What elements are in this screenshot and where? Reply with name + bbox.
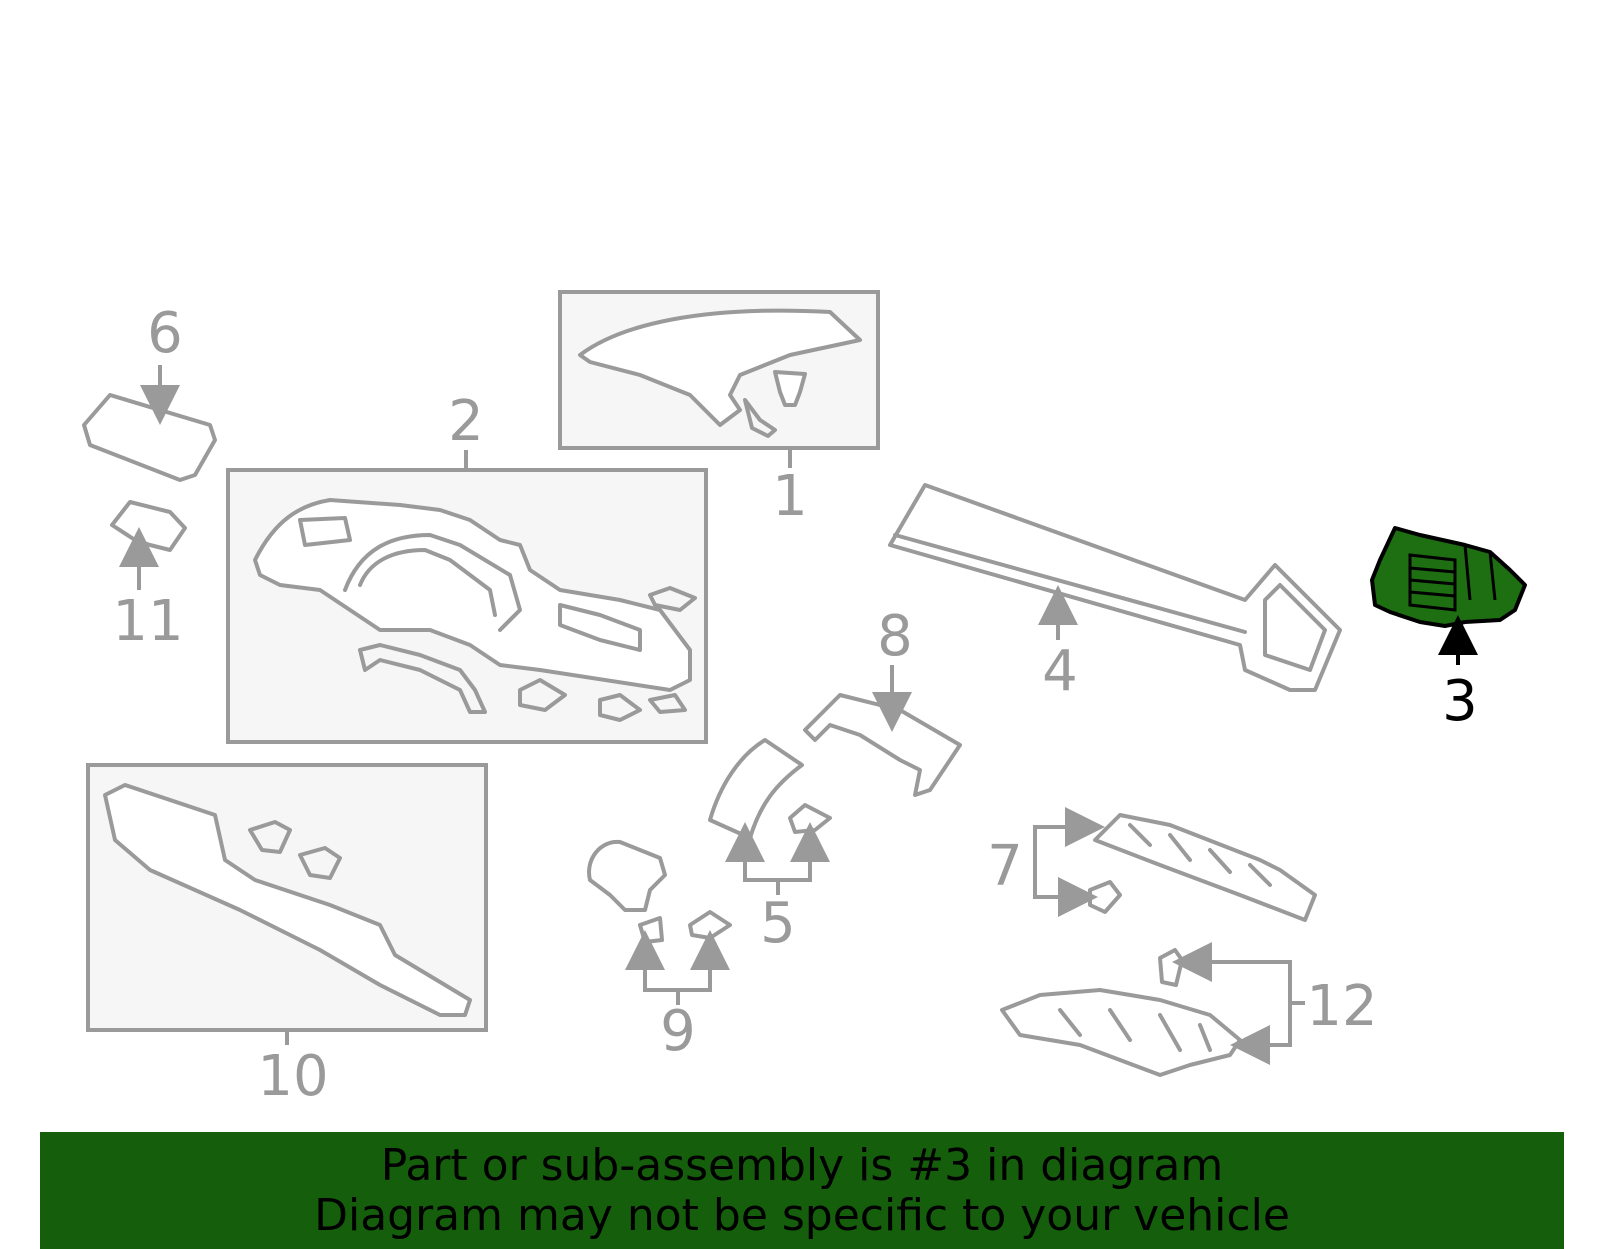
part-9-clip-base bbox=[638, 916, 664, 944]
part-2-center-vent bbox=[558, 603, 642, 652]
part-4-trim[interactable] bbox=[888, 483, 1342, 692]
callout-2: 2 bbox=[448, 389, 484, 454]
part-8-group[interactable] bbox=[803, 665, 962, 797]
part-10-lower-panel[interactable] bbox=[103, 783, 472, 1017]
callout-8: 8 bbox=[877, 604, 913, 669]
part-12-clip bbox=[1158, 948, 1184, 987]
part-3-side bbox=[1463, 544, 1497, 601]
part-7-clip bbox=[1088, 880, 1122, 914]
part-10-clip-a bbox=[248, 820, 292, 854]
part-2-clip-c bbox=[648, 586, 697, 612]
part-12-arrow-a bbox=[1172, 942, 1292, 1003]
part-5-trim[interactable] bbox=[708, 738, 804, 840]
part-1-clip bbox=[773, 370, 807, 407]
part-9-clip-large[interactable] bbox=[587, 839, 667, 912]
part-2-group[interactable] bbox=[226, 450, 708, 744]
part-4-group[interactable] bbox=[888, 483, 1342, 692]
part-5-group[interactable] bbox=[708, 738, 832, 895]
callout-10: 10 bbox=[257, 1044, 328, 1109]
part-11-clip[interactable] bbox=[110, 500, 187, 552]
callout-9: 9 bbox=[660, 999, 696, 1064]
info-banner: Part or sub-assembly is #3 in diagram Di… bbox=[40, 1132, 1564, 1249]
callout-4: 4 bbox=[1042, 639, 1078, 704]
part-10-clip-b bbox=[298, 846, 342, 880]
part-6-pad[interactable] bbox=[82, 393, 217, 482]
part-1-cover[interactable] bbox=[578, 308, 862, 427]
part-2-clip-b bbox=[598, 693, 642, 722]
part-2-cluster-hood bbox=[343, 533, 522, 632]
banner-line-1: Part or sub-assembly is #3 in diagram bbox=[380, 1139, 1224, 1191]
part-12-ribs bbox=[1058, 1008, 1212, 1052]
part-4-edge bbox=[893, 533, 1247, 634]
part-12-group[interactable] bbox=[1000, 942, 1305, 1077]
part-2-bracket bbox=[358, 643, 487, 714]
part-12-arrow-b bbox=[1230, 1003, 1292, 1065]
part-7-arrow-a bbox=[1033, 807, 1105, 862]
callout-6: 6 bbox=[147, 301, 183, 366]
callout-3: 3 bbox=[1442, 669, 1478, 734]
part-8-trim[interactable] bbox=[803, 693, 962, 797]
part-5-bracket bbox=[743, 840, 812, 882]
part-7-group[interactable] bbox=[1033, 807, 1317, 922]
callout-1: 1 bbox=[772, 464, 808, 529]
part-2-dash-panel[interactable] bbox=[253, 498, 692, 692]
callout-12: 12 bbox=[1306, 974, 1377, 1039]
part-10-group[interactable] bbox=[86, 763, 488, 1045]
part-4-window bbox=[1263, 583, 1327, 672]
banner-line-2: Diagram may not be specific to your vehi… bbox=[314, 1189, 1290, 1241]
callout-11: 11 bbox=[112, 589, 183, 654]
part-9-bracket bbox=[643, 945, 712, 992]
part-3-vent[interactable] bbox=[1370, 526, 1527, 628]
callout-7: 7 bbox=[987, 834, 1023, 899]
part-6-group[interactable] bbox=[82, 365, 217, 482]
part-2-clip-d bbox=[648, 693, 687, 714]
part-2-left-vent bbox=[298, 516, 352, 547]
part-7-arrow-b bbox=[1033, 862, 1098, 917]
part-1-group[interactable] bbox=[558, 290, 880, 468]
part-2-clip-a bbox=[518, 678, 567, 712]
callout-5: 5 bbox=[760, 891, 796, 956]
part-9-group[interactable] bbox=[587, 839, 732, 1005]
part-2-cluster-opening bbox=[358, 548, 497, 617]
part-3-louvers bbox=[1408, 553, 1457, 612]
part-5-clip bbox=[788, 803, 832, 834]
part-9-clip-small bbox=[688, 910, 732, 940]
part-7-bracket[interactable] bbox=[1093, 813, 1317, 922]
part-7-ribs bbox=[1128, 823, 1272, 887]
part-1-clip-b bbox=[743, 398, 777, 438]
part-3-group[interactable] bbox=[1370, 526, 1527, 665]
part-11-group[interactable] bbox=[110, 500, 187, 590]
